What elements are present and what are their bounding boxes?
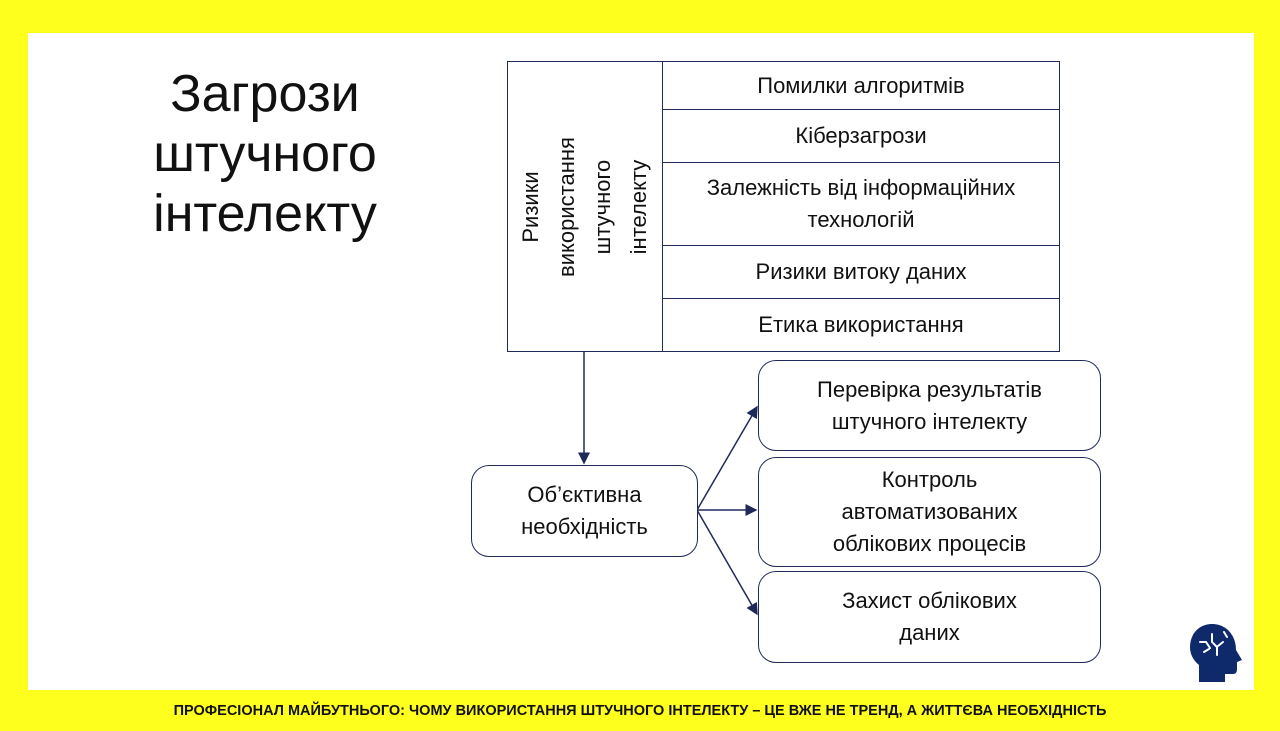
measure-box: Контроль автоматизованих облікових проце… <box>758 457 1101 567</box>
ai-head-icon <box>1190 624 1242 682</box>
slide-title: Загрози штучного інтелекту <box>110 64 420 244</box>
title-line: інтелекту <box>153 185 377 243</box>
risk-item: Кіберзагрози <box>663 110 1059 163</box>
risk-item: Помилки алгоритмів <box>663 62 1059 110</box>
risk-item: Етика використання <box>758 312 964 337</box>
arrow-measure-3 <box>696 509 758 616</box>
footer-caption: ПРОФЕСІОНАЛ МАЙБУТНЬОГО: ЧОМУ ВИКОРИСТАН… <box>173 703 1107 719</box>
risks-header-cell: Ризики використання штучного інтелекту <box>508 62 663 351</box>
risk-item: Ризики витоку даних <box>663 246 1059 299</box>
title-line: штучного <box>153 125 377 183</box>
arrow-measure-1 <box>696 405 758 511</box>
risk-item: Залежність від інформаційних технологій <box>663 163 1059 246</box>
risks-table: Ризики використання штучного інтелекту П… <box>507 61 1060 352</box>
measure-box: Захист облікових даних <box>758 571 1101 663</box>
measure-box: Перевірка результатів штучного інтелекту <box>758 360 1101 451</box>
necessity-box: Об’єктивна необхідність <box>471 465 698 557</box>
title-line: Загрози <box>170 65 360 123</box>
